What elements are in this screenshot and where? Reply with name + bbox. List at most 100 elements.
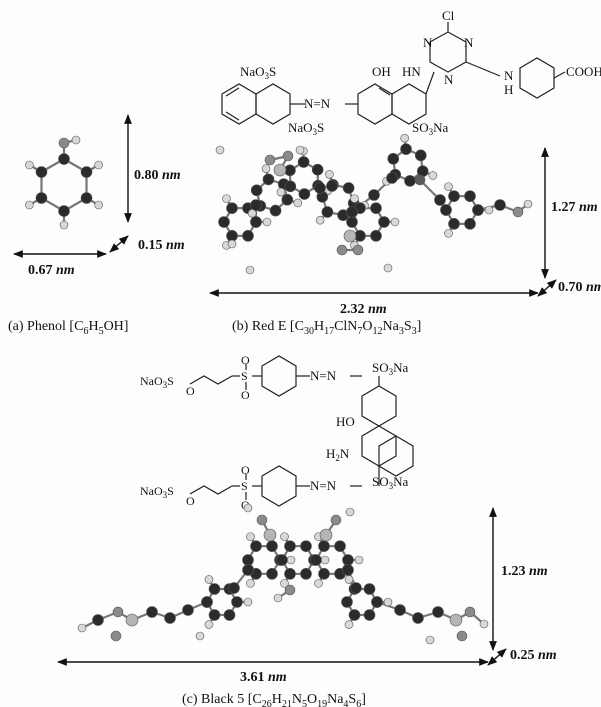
red-e-atom (370, 230, 382, 242)
phenol-ball-stick-model (25, 135, 103, 230)
phenol-atom (59, 220, 69, 230)
black-5-atom (344, 620, 354, 629)
red-e-atom (264, 154, 276, 166)
red-e-triazine-n2: N (464, 35, 474, 50)
red-e-atom (311, 163, 324, 176)
black-5-atom (242, 554, 254, 566)
red-e-oh: OH (372, 64, 391, 79)
black-5-atom (77, 623, 87, 633)
red-e-atom (250, 216, 262, 228)
black-5-lower-o: O (186, 494, 195, 508)
black-5-atom (263, 528, 277, 542)
black-5-atom (342, 564, 354, 576)
red-e-atom (295, 145, 305, 155)
red-e-ball-stick-model (215, 133, 533, 275)
red-e-atom (273, 163, 287, 177)
red-e-depth-arrow (537, 279, 557, 297)
phenol-atom (35, 192, 48, 204)
red-e-atom (346, 206, 358, 218)
red-e-atom (464, 218, 476, 230)
black-5-atom (348, 609, 361, 621)
red-e-nao3s-left: NaO3S (240, 64, 276, 81)
phenol-atom (58, 137, 70, 149)
red-e-atom (448, 218, 460, 230)
red-e-atom (315, 215, 325, 225)
phenol-atom (94, 200, 103, 210)
black-5-atom (383, 597, 393, 607)
black-5-atom (286, 555, 296, 565)
phenol-atom (80, 192, 93, 204)
red-e-atom (261, 164, 271, 173)
red-e-atom (414, 174, 426, 186)
red-e-atom (326, 180, 338, 192)
phenol-depth-label: 0.15 nm (138, 238, 185, 253)
red-e-atom (400, 133, 409, 143)
black-5-atom (266, 540, 278, 552)
black-5-atom (354, 555, 364, 565)
red-e-atom (387, 152, 400, 165)
red-e-atom (269, 204, 282, 217)
phenol-atom (25, 160, 34, 170)
red-e-triazine-n1: N (423, 35, 433, 50)
red-e-atom (444, 182, 453, 191)
red-e-atom (464, 190, 476, 202)
black-5-atom (208, 609, 221, 621)
phenol-atom (58, 205, 70, 217)
black-5-atom (204, 575, 214, 584)
panel-phenol: 0.80 nm 0.15 nm 0.67 nm (a) Phenol [C6H5… (8, 114, 185, 337)
black-5-ho: HO (336, 414, 355, 429)
red-e-atom (383, 263, 393, 273)
black-5-atom (125, 613, 139, 627)
red-e-atom (343, 229, 357, 243)
black-5-atom (344, 575, 354, 584)
black-5-atom (242, 564, 254, 576)
phenol-caption: (a) Phenol [C6H5OH] (8, 319, 128, 337)
red-e-caption: (b) Red E [C30H17ClN7O12Na3S3] (232, 319, 421, 337)
red-e-atom (342, 182, 355, 194)
red-e-atom (368, 189, 380, 201)
black-5-atom (204, 620, 214, 629)
black-5-atom (412, 612, 424, 624)
red-e-link-h: H (504, 82, 513, 97)
red-e-atom (321, 206, 334, 218)
black-5-atom (310, 554, 322, 566)
red-e-cl-label: Cl (442, 8, 455, 23)
black-5-atom (319, 528, 333, 542)
red-e-atom (250, 184, 263, 197)
phenol-atom (58, 153, 70, 165)
phenol-atom (71, 135, 81, 145)
phenol-height-label: 0.80 nm (134, 168, 181, 183)
red-e-atom (298, 188, 311, 200)
black-5-atom (318, 540, 330, 552)
black-5-atom (231, 596, 243, 608)
black-5-atom (92, 614, 104, 626)
red-e-atom (444, 229, 453, 238)
black-5-upper-sulfonyl-o1: O (241, 353, 250, 367)
black-5-height-label: 1.23 nm (501, 564, 548, 579)
black-5-h2n: H2N (326, 446, 350, 463)
red-e-height-label: 1.27 nm (551, 200, 598, 215)
black-5-atom (182, 604, 194, 616)
black-5-atom (284, 584, 296, 596)
red-e-atom (245, 265, 255, 275)
black-5-structural-formula (189, 355, 414, 507)
black-5-atom (350, 582, 362, 594)
black-5-width-label: 3.61 nm (240, 670, 287, 685)
red-e-cooh: COOH (566, 64, 601, 79)
red-e-triazine-n3: N (444, 72, 454, 87)
black-5-atom (479, 619, 489, 629)
black-5-atom (300, 568, 312, 580)
red-e-width-label: 2.32 nm (340, 302, 387, 317)
black-5-atom (250, 540, 262, 552)
red-e-atom (484, 205, 494, 215)
red-e-atom (222, 194, 231, 203)
black-5-upper-azo: N=N (310, 368, 337, 383)
black-5-atom (394, 604, 406, 616)
black-5-lower-azo: N=N (310, 478, 337, 493)
red-e-atom (440, 204, 452, 216)
red-e-azo: N=N (304, 96, 331, 111)
red-e-atom (370, 202, 382, 214)
phenol-atom (94, 160, 103, 170)
red-e-atom (350, 194, 359, 203)
red-e-atom (242, 230, 254, 242)
